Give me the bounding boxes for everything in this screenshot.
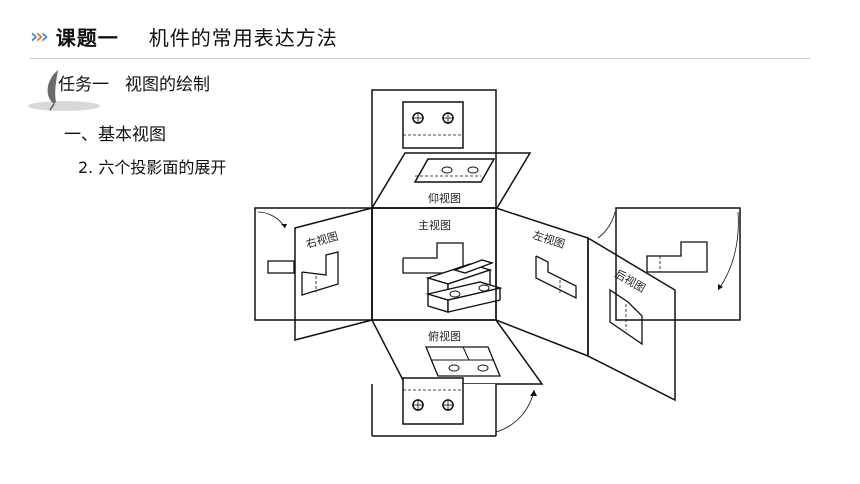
far-left-panel [254,207,373,321]
page-header: › › › 课题一 机件的常用表达方法 [30,18,338,54]
left-view-label: 左视图 [531,228,567,252]
task-title: 任务一 [58,75,109,95]
chevron-icon: › › › [30,24,49,48]
quill-pen-icon [28,70,100,111]
chevron-right-icon: › [40,24,49,48]
chevron-right-icon: › [30,24,39,48]
bottom-up-part-outline [413,158,496,183]
header-divider [30,58,810,59]
top-view-panel [370,319,544,385]
lower-part-outline [402,377,464,425]
upper-panel [371,89,497,209]
top-view-label: 俯视图 [428,329,461,343]
rear-view-panel [587,236,676,402]
upper-part-outline [402,101,464,149]
lesson-title: 课题一 [55,25,119,50]
chevron-right-icon: › [35,24,44,48]
isometric-part [425,259,503,313]
right-view-label: 右视图 [304,229,339,251]
section-heading: 一、基本视图 [64,125,166,145]
subsection-heading: 2. 六个投影面的展开 [78,158,227,177]
task-subtitle: 视图的绘制 [125,75,210,95]
front-view-label: 主视图 [418,218,451,232]
lesson-subtitle: 机件的常用表达方法 [148,25,338,50]
bottom-up-view-label: 仰视图 [428,191,461,205]
far-right-panel [615,207,741,321]
